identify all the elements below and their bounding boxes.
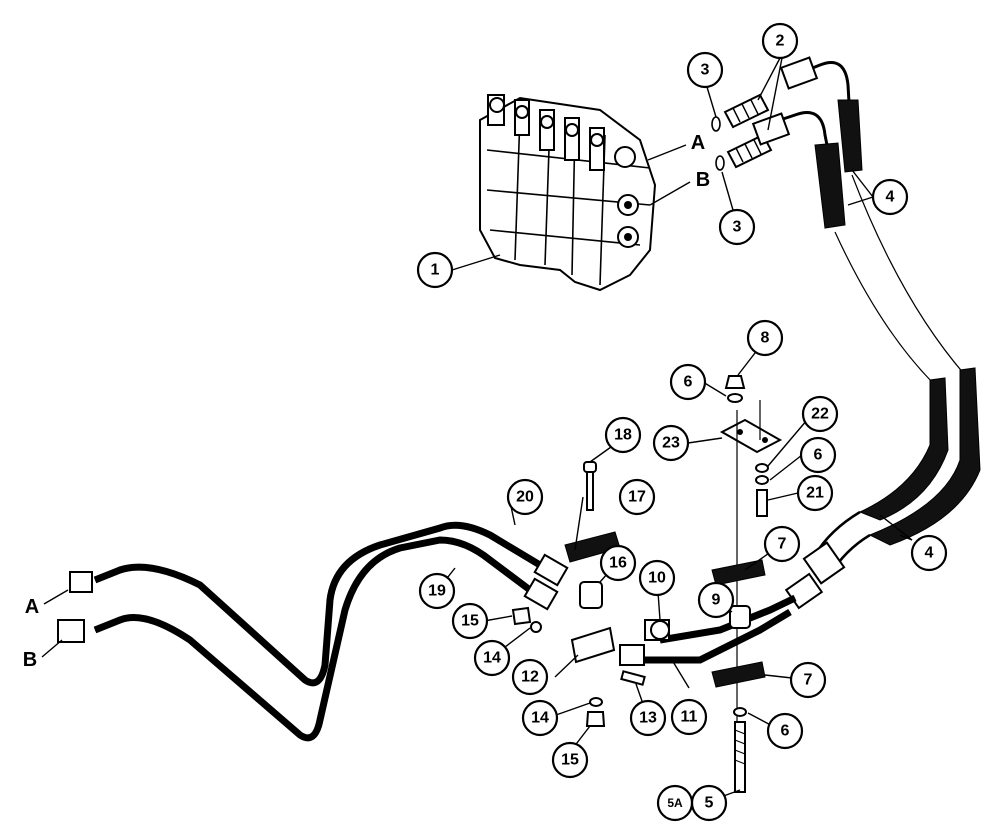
callout-14-lower: 14 <box>521 699 559 737</box>
svg-text:18: 18 <box>614 427 632 444</box>
svg-text:11: 11 <box>681 709 698 726</box>
callout-4-top: 4 <box>871 178 909 216</box>
callout-23: 23 <box>652 424 690 462</box>
callout-9: 9 <box>697 581 735 619</box>
callout-7-top: 7 <box>763 525 801 563</box>
callout-21: 21 <box>796 474 834 512</box>
callout-7-bottom: 7 <box>789 661 827 699</box>
svg-text:5: 5 <box>705 795 714 812</box>
svg-text:10: 10 <box>648 570 666 587</box>
svg-text:3: 3 <box>701 62 710 79</box>
callout-5a: 5A <box>656 784 694 822</box>
svg-text:17: 17 <box>628 489 646 506</box>
callout-10: 10 <box>638 559 676 597</box>
svg-text:2: 2 <box>776 33 785 50</box>
svg-text:6: 6 <box>684 374 693 391</box>
svg-text:15: 15 <box>461 613 479 630</box>
callout-1: 1 <box>416 251 454 289</box>
callout-19: 19 <box>418 572 456 610</box>
svg-text:1: 1 <box>431 262 440 279</box>
svg-text:23: 23 <box>662 435 680 452</box>
svg-text:12: 12 <box>521 669 539 686</box>
valve-port-b-label: B <box>696 169 710 191</box>
callout-4-bottom: 4 <box>910 534 948 572</box>
svg-text:8: 8 <box>761 330 770 347</box>
line-port-a-label: A <box>25 596 39 618</box>
callout-3-top: 3 <box>686 51 724 89</box>
svg-text:3: 3 <box>733 219 742 236</box>
svg-text:7: 7 <box>804 672 813 689</box>
callout-6-bottom: 6 <box>766 712 804 750</box>
svg-text:14: 14 <box>531 710 549 727</box>
callout-5: 5 <box>690 784 728 822</box>
callout-16: 16 <box>599 544 637 582</box>
callout-14-upper: 14 <box>473 639 511 677</box>
callout-6-top: 6 <box>669 363 707 401</box>
callout-12: 12 <box>511 658 549 696</box>
callout-20: 20 <box>506 478 544 516</box>
svg-text:13: 13 <box>639 710 657 727</box>
svg-text:19: 19 <box>428 583 446 600</box>
callout-13: 13 <box>629 699 667 737</box>
svg-text:5A: 5A <box>667 796 683 810</box>
svg-text:6: 6 <box>781 723 790 740</box>
callout-8: 8 <box>746 319 784 357</box>
callout-15-lower: 15 <box>551 741 589 779</box>
svg-text:4: 4 <box>925 545 934 562</box>
svg-text:20: 20 <box>516 489 534 506</box>
svg-text:7: 7 <box>778 536 787 553</box>
svg-text:6: 6 <box>814 447 823 464</box>
callout-15-upper: 15 <box>451 602 489 640</box>
callout-11: 11 <box>670 698 708 736</box>
line-port-b-label: B <box>23 649 37 671</box>
svg-text:14: 14 <box>483 650 501 667</box>
callout-18: 18 <box>604 416 642 454</box>
svg-text:15: 15 <box>561 752 579 769</box>
callout-17: 17 <box>618 478 656 516</box>
control-valve-assembly <box>479 94 657 292</box>
callout-3-bottom: 3 <box>718 208 756 246</box>
svg-text:21: 21 <box>806 485 824 502</box>
callout-22: 22 <box>801 395 839 433</box>
svg-text:9: 9 <box>712 592 721 609</box>
valve-port-a-label: A <box>691 132 705 154</box>
svg-text:22: 22 <box>811 406 829 423</box>
callout-6-middle: 6 <box>799 436 837 474</box>
hose-assemblies <box>751 56 981 610</box>
svg-text:4: 4 <box>886 189 895 206</box>
clamp-hardware <box>511 375 783 793</box>
svg-text:16: 16 <box>609 555 627 572</box>
callout-2: 2 <box>761 22 799 60</box>
